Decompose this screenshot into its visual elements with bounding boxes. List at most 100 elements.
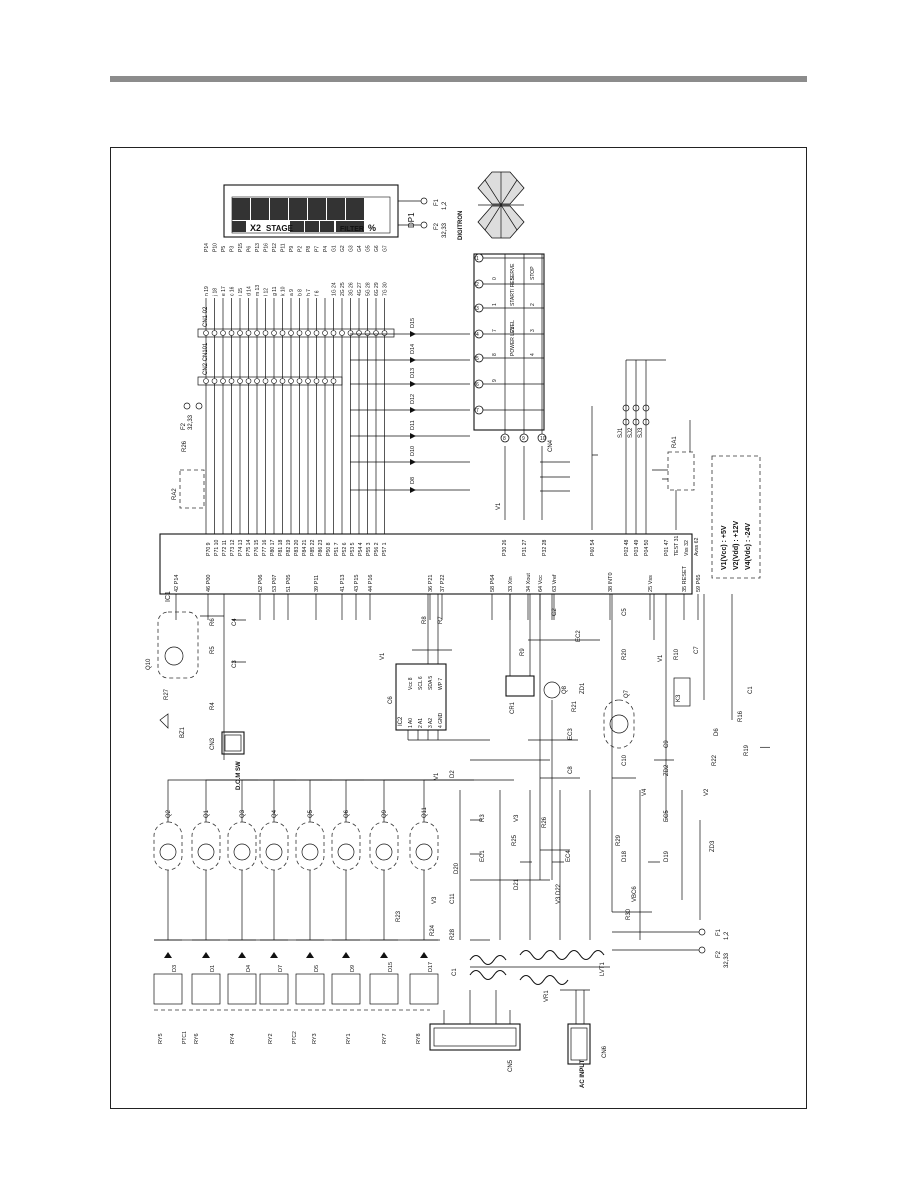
relay-coil xyxy=(409,973,439,1005)
c8-label: C8 xyxy=(568,766,574,774)
display-segments xyxy=(232,198,364,232)
transistor-outline xyxy=(227,821,257,871)
display-pin-label: c 16 xyxy=(230,286,236,296)
v2-bottom: V2 xyxy=(704,788,710,796)
r3-label: R3 xyxy=(480,814,486,822)
transistor-outline xyxy=(191,821,221,871)
f2-right: F2 xyxy=(716,950,722,958)
r30-label: R30 xyxy=(626,908,632,920)
ic1-pin-left: 43 P15 xyxy=(354,575,360,592)
key-label: 5 xyxy=(510,277,516,280)
c3-label: C3 xyxy=(232,660,238,668)
r6-label: R6 xyxy=(210,618,216,626)
ic2-ref: IC2 xyxy=(398,716,404,726)
ic1-pin-right: P56 2 xyxy=(374,542,380,556)
v4-ra2: R26 xyxy=(182,440,188,452)
ic1-pin-right: P30 26 xyxy=(502,539,508,556)
relay-label: RY7 xyxy=(382,1033,388,1044)
cn102-pin xyxy=(313,330,320,336)
c6-label: C6 xyxy=(388,696,394,704)
header-rule xyxy=(110,76,807,82)
transistor-label: Q6 xyxy=(344,809,350,818)
r9-label: R9 xyxy=(520,648,526,656)
cn102-pin xyxy=(364,330,371,336)
supply-legend: V1(Vcc) : +5V V2(Vdd) : +12V V4(Vdc) : -… xyxy=(711,455,761,579)
cn102-pin xyxy=(228,330,235,336)
ic1-ref: IC1 xyxy=(165,591,172,602)
ec3-label: EC3 xyxy=(568,728,574,740)
zd2-label: ZD2 xyxy=(664,764,670,776)
v1-d2: V1 xyxy=(434,772,440,780)
vr1-label: VR1 xyxy=(544,990,550,1002)
display-pin-name: P7 xyxy=(315,246,321,252)
display-pin-name: P12 xyxy=(272,243,278,252)
zd1-label: ZD1 xyxy=(580,682,586,694)
cn101-pin xyxy=(228,378,235,384)
display-pin-name: P5 xyxy=(221,246,227,252)
cn102-pin xyxy=(288,330,294,336)
f2-left: F2 xyxy=(181,422,187,430)
transistor-label: Q2 xyxy=(166,809,172,818)
svg-text:4 GND: 4 GND xyxy=(438,712,444,728)
key-row-num: 3 xyxy=(476,306,479,312)
display-pin-label: d 14 xyxy=(247,286,253,296)
cn102-pin xyxy=(220,330,226,336)
d21-label: D21 xyxy=(514,878,520,890)
f1-right: F1 xyxy=(716,928,722,936)
transistor-label: Q11 xyxy=(422,806,428,818)
ic1-pin-right: P55 3 xyxy=(366,542,372,556)
svg-text:Vcc 8: Vcc 8 xyxy=(408,677,414,690)
ic1-pin-right: P01 47 xyxy=(664,539,670,556)
ic1-pin-right: P80 17 xyxy=(270,539,276,556)
relay-label: RY5 xyxy=(158,1033,164,1044)
relay-label: RY4 xyxy=(230,1033,236,1044)
display-pin-label: l 12 xyxy=(264,288,270,296)
display-pin-label: b 8 xyxy=(298,289,304,296)
ic1-pin-right: P82 19 xyxy=(286,539,292,556)
ic1-pin-right: P84 21 xyxy=(302,539,308,556)
d19-label: D19 xyxy=(664,850,670,862)
power-section: Q8 R21 ZD1 EC2 EC3 C5 C2 R20 V1 R10 C7 K… xyxy=(528,594,754,912)
display-pin-label: h 7 xyxy=(306,289,312,296)
ic1-pin-left: 51 P05 xyxy=(286,575,292,592)
ic1-pin-left: 63 Vref xyxy=(552,574,558,592)
ic1-pin-right: P02 48 xyxy=(624,539,630,556)
bus-wires xyxy=(203,298,388,534)
display-pin-name: G4 xyxy=(357,245,363,252)
display-pin-label: k 10 xyxy=(281,286,287,296)
r16-label: R16 xyxy=(738,710,744,722)
f2-left-num: 32,33 xyxy=(188,414,194,430)
key-row-num: 7 xyxy=(476,408,479,414)
ic1-pin-left: 46 P00 xyxy=(206,575,212,592)
c2-label: C2 xyxy=(552,608,558,616)
transistor-outline xyxy=(331,821,361,871)
transistor-symbol xyxy=(265,843,283,861)
display-name: DIGITRON xyxy=(458,211,464,240)
display-pin-label: 3G 26 xyxy=(349,282,355,296)
cn102-pin xyxy=(211,330,218,336)
relay-coil xyxy=(191,973,221,1005)
v1-ctrl: V1 xyxy=(658,654,664,662)
relay-label: RY3 xyxy=(312,1033,318,1044)
display-pin-name: P9 xyxy=(289,246,295,252)
relay-diode-label: D4 xyxy=(246,965,252,972)
svg-text:2 A1: 2 A1 xyxy=(418,718,424,728)
cn101-pin xyxy=(262,378,269,384)
connector-cn5: CN5 xyxy=(429,990,521,1072)
display-glyph-filter: FILTER xyxy=(340,226,364,233)
r21-label: R21 xyxy=(572,700,578,712)
ptc-label: PTC2 xyxy=(292,1031,298,1044)
v3-label: V3 xyxy=(514,814,520,822)
display-pin-label: 5G 28 xyxy=(366,282,372,296)
ic1-pin-right: P04 50 xyxy=(644,539,650,556)
cn101-pin xyxy=(245,378,252,384)
segment-legend-icon xyxy=(477,171,525,239)
display-pin-label: a 9 xyxy=(289,289,295,296)
svg-text:SDA 5: SDA 5 xyxy=(428,676,434,690)
relay-diode-label: D7 xyxy=(278,965,284,972)
lvt1-label: LVT1 xyxy=(600,961,606,976)
c9-label: C9 xyxy=(664,740,670,748)
